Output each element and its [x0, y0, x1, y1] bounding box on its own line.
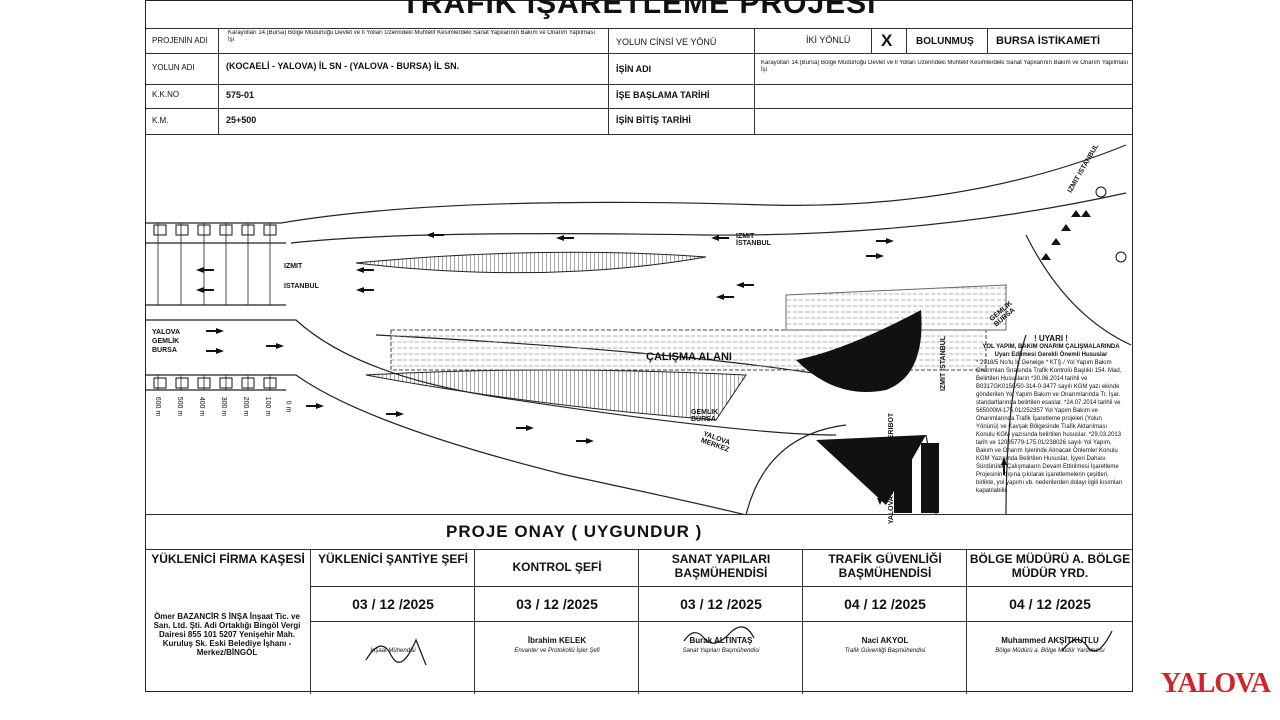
- label-work-area: ÇALIŞMA ALANI: [646, 351, 732, 363]
- label-yalova-gemlik-bursa: YALOVA GEMLİK BURSA: [152, 329, 180, 354]
- signature-col-site-chief: YÜKLENİCİ ŞANTİYE ŞEFİ 03 / 12 /2025 İnş…: [310, 550, 475, 694]
- distance-400: 400 m: [198, 396, 206, 417]
- distance-0: 0 m: [284, 400, 292, 413]
- signature-name: İbrahim KELEK: [527, 636, 587, 645]
- road-drawing-svg: [146, 144, 1132, 516]
- sign-boxes: [153, 224, 277, 389]
- signature-scribble: [683, 626, 755, 644]
- road-name-value: (KOCAELİ - YALOVA) İL SN - (YALOVA - BUR…: [226, 61, 460, 71]
- signature-name: Muhammed AKŞİTKUTLU: [1001, 636, 1099, 645]
- road-name-label: YOLUN ADI: [152, 63, 195, 72]
- traffic-plan-drawing: İZMİT İSTANBUL İZMİT İSTANBUL İZMİT İSTA…: [146, 134, 1132, 524]
- kkno-value: 575-01: [226, 90, 255, 100]
- signature-date: 04 / 12 /2025: [967, 586, 1133, 622]
- distance-600: 600 m: [154, 396, 162, 417]
- divided-label: BÖLÜNMÜŞ: [916, 36, 974, 47]
- black-block-2: [921, 443, 939, 513]
- job-label: İŞİN ADI: [616, 64, 652, 74]
- signature-role: İnşaat Mühendisi: [370, 648, 416, 654]
- signature-role: Bölge Müdürü a. Bölge Müdür Yardımcısı: [995, 648, 1105, 654]
- hatched-island-top: [355, 251, 707, 274]
- signature-name: Naci AKYOL: [861, 636, 909, 645]
- signature-col-control-chief: KONTROL ŞEFİ 03 / 12 /2025 İbrahim KELEK…: [474, 550, 639, 694]
- signature-head: YÜKLENİCİ ŞANTİYE ŞEFİ: [317, 552, 469, 566]
- black-gore-1: [796, 310, 922, 392]
- signature-scribble: [365, 638, 427, 666]
- approval-row: PROJE ONAY ( UYGUNDUR ): [146, 514, 1132, 550]
- work-area-extension: [785, 284, 1007, 331]
- signature-date: 03 / 12 /2025: [311, 586, 475, 622]
- signature-role: Sanat Yapıları Başmühendisi: [682, 648, 760, 654]
- hatched-island-bottom: [365, 369, 747, 421]
- warning-subtitle: YOL YAPIM, BAKIM ONARIM ÇALIŞMALARINDA U…: [982, 344, 1120, 358]
- signature-col-regional-director: BÖLGE MÜDÜRÜ A. BÖLGE MÜDÜR YRD. 04 / 12…: [966, 550, 1133, 694]
- label-istanbul-left: İSTANBUL: [284, 283, 319, 290]
- signature-role: Envanter ve Protokollü İşler Şefi: [514, 648, 600, 654]
- signature-date: 03 / 12 /2025: [475, 586, 639, 622]
- distance-100: 100 m: [264, 396, 272, 417]
- km-value: 25+500: [226, 115, 257, 125]
- black-block-1: [894, 443, 912, 513]
- warning-title: ! UYARI !: [1034, 334, 1068, 343]
- warning-box: ! UYARI ! YOL YAPIM, BAKIM ONARIM ÇALIŞM…: [976, 335, 1126, 495]
- direction-value: BURSA İSTİKAMETİ: [996, 35, 1101, 47]
- job-value: Karayolları 14.(Bursa) Bölge Müdürlüğü D…: [761, 60, 1129, 73]
- warning-signs: [1041, 186, 1127, 263]
- signature-head: KONTROL ŞEFİ: [512, 560, 602, 574]
- firm-stamp-text: Ömer BAZANCİR S İNŞA İnşaat Tic. ve San.…: [153, 612, 301, 657]
- label-gemlik-bursa-1: GEMLİK BURSA: [691, 409, 719, 423]
- signature-col-traffic-chief: TRAFİK GÜVENLİĞİ BAŞMÜHENDİSİ 04 / 12 /2…: [802, 550, 967, 694]
- label-izmit-left: İZMİT: [284, 263, 303, 270]
- signature-head: YÜKLENİCİ FİRMA KAŞESİ: [151, 552, 305, 566]
- km-label: K.M.: [152, 116, 169, 125]
- signature-head: TRAFİK GÜVENLİĞİ BAŞMÜHENDİSİ: [828, 552, 942, 580]
- start-date-label: İŞE BAŞLAMA TARİHİ: [616, 90, 710, 100]
- signature-table: YÜKLENİCİ FİRMA KAŞESİ Ömer BAZANCİR S İ…: [146, 549, 1133, 694]
- road-type-label: YOLUN CİNSİ VE YÖNÜ: [616, 37, 717, 47]
- project-value: Karayolları 14.(Bursa) Bölge Müdürlüğü D…: [228, 30, 596, 43]
- project-sheet: TRAFİK İŞARETLEME PROJESİ PROJENİN ADI K…: [145, 0, 1133, 694]
- distance-300: 300 m: [220, 396, 228, 417]
- signature-col-structures-chief: SANAT YAPILARI BAŞMÜHENDİSİ 03 / 12 /202…: [638, 550, 803, 694]
- kkno-label: K.K.NO: [152, 90, 180, 99]
- signature-head: SANAT YAPILARI BAŞMÜHENDİSİ: [671, 552, 771, 580]
- signature-scribble: [1061, 630, 1113, 652]
- signature-date: 03 / 12 /2025: [639, 586, 803, 622]
- x-mark: X: [881, 31, 893, 50]
- page-title: TRAFİK İŞARETLEME PROJESİ: [401, 0, 877, 20]
- warning-body: * 2918/5 No'lu İç Genelge * KTŞ / Yol Ya…: [976, 360, 1123, 494]
- distance-500: 500 m: [176, 396, 184, 417]
- project-label: PROJENİN ADI: [152, 36, 208, 45]
- distance-200: 200 m: [242, 396, 250, 417]
- two-way-label: İKİ YÖNLÜ: [806, 35, 851, 45]
- label-izmit-istanbul-mid: İZMİT İSTANBUL: [736, 233, 771, 247]
- approval-title: PROJE ONAY ( UYGUNDUR ): [446, 522, 703, 541]
- signature-role: Trafik Güvenliği Başmühendisi: [844, 648, 926, 654]
- signature-date: 04 / 12 /2025: [803, 586, 967, 622]
- brand-text: YALOVA: [1160, 668, 1271, 699]
- signature-col-firm: YÜKLENİCİ FİRMA KAŞESİ Ömer BAZANCİR S İ…: [146, 550, 310, 694]
- label-yalova-merkez-ferry: YALOVA MERKEZ HIZLI FERİBOT: [888, 412, 896, 525]
- end-date-label: İŞİN BİTİŞ TARİHİ: [616, 115, 691, 125]
- header-table: PROJENİN ADI Karayolları 14.(Bursa) Bölg…: [146, 28, 1132, 135]
- arrows: [196, 232, 1007, 505]
- brand-logo: YALOVA: [1160, 668, 1271, 700]
- label-izmit-istanbul-vertical: İZMİT İSTANBUL: [940, 335, 948, 392]
- signature-head: BÖLGE MÜDÜRÜ A. BÖLGE MÜDÜR YRD.: [969, 552, 1131, 580]
